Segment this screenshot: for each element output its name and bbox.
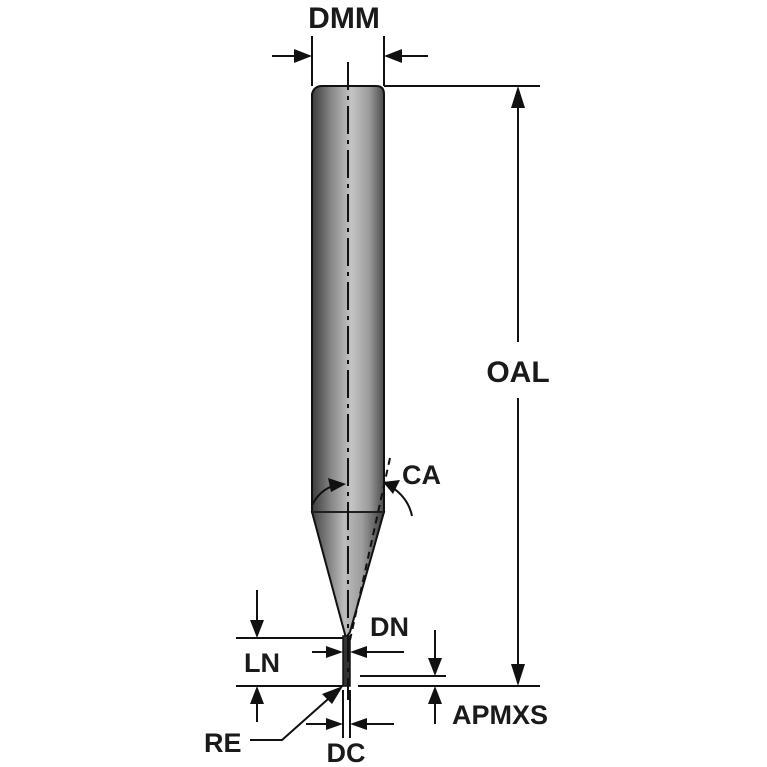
dc-dimension: DC: [306, 690, 394, 767]
re-dimension: RE: [204, 686, 343, 758]
ln-dimension: LN: [236, 590, 343, 722]
dc-label: DC: [327, 738, 366, 767]
dn-dimension: DN: [312, 612, 409, 658]
oal-dimension: OAL: [358, 85, 550, 687]
oal-label: OAL: [486, 356, 549, 389]
dn-label: DN: [370, 612, 409, 642]
ca-dimension: CA: [311, 457, 441, 641]
dmm-dimension: DMM: [272, 2, 428, 86]
apmxs-label: APMXS: [452, 700, 548, 730]
ln-label: LN: [244, 648, 280, 678]
apmxs-dimension: APMXS: [360, 630, 548, 730]
ca-label: CA: [402, 460, 441, 490]
tool-tip: [342, 635, 351, 687]
dmm-label: DMM: [308, 2, 380, 35]
re-label: RE: [204, 728, 242, 758]
